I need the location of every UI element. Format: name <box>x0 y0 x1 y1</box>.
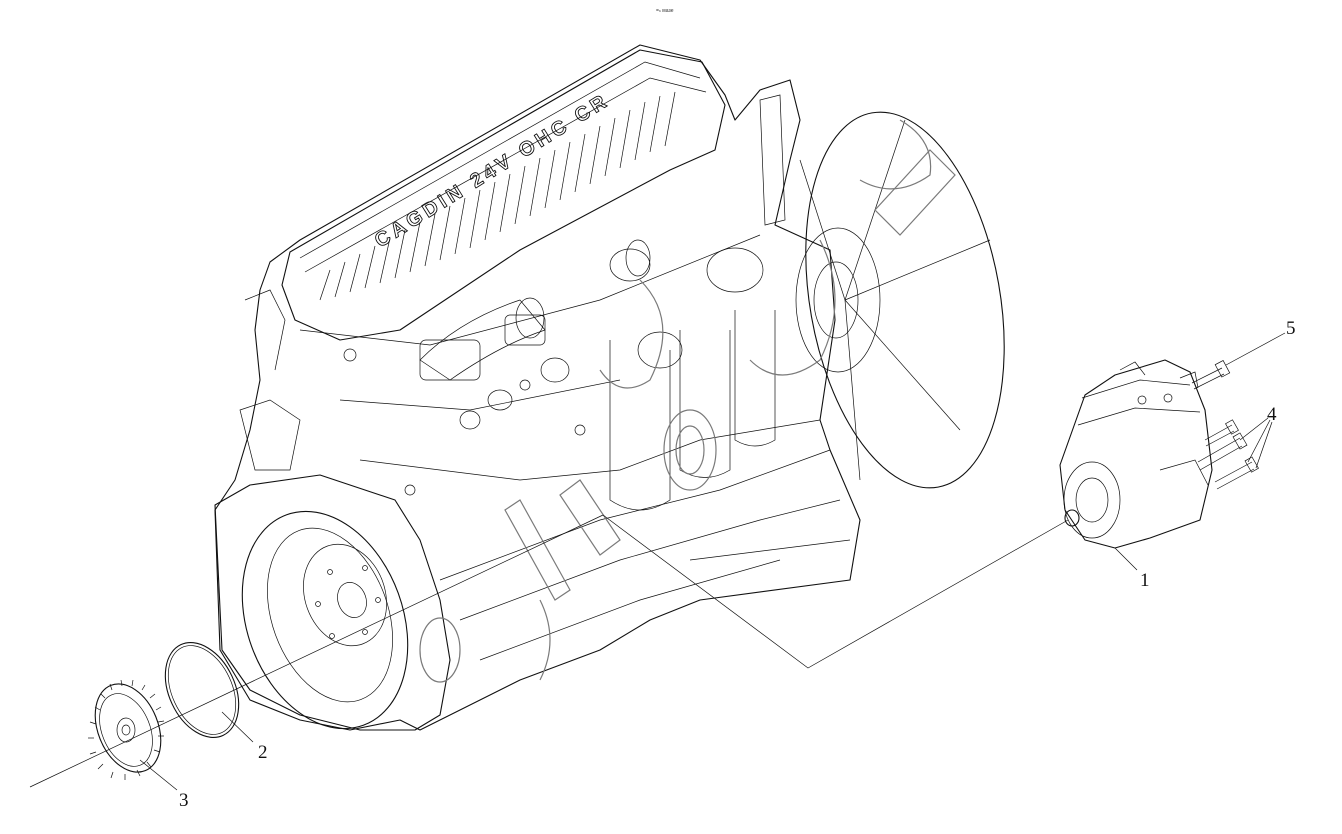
bolt-part-5 <box>1191 359 1231 390</box>
gasket-part-2 <box>164 642 240 738</box>
bolts-part-4 <box>1197 419 1259 490</box>
watermark <box>419 119 956 683</box>
air-compressor-part-1 <box>1059 359 1213 549</box>
header-text: =ₙ мазе <box>656 8 674 14</box>
callout-1: 1 <box>1140 570 1150 591</box>
callout-5: 5 <box>1286 318 1296 339</box>
callout-3: 3 <box>179 790 189 811</box>
callout-2: 2 <box>258 742 268 763</box>
engine-assembly: CAGDIN 24V OHC CR <box>214 44 1005 731</box>
callout-4: 4 <box>1267 404 1277 425</box>
leader-lines <box>29 332 1286 791</box>
drive-gear-part-3 <box>88 679 165 780</box>
valve-cover-lettering: CAGDIN 24V OHC CR <box>371 89 614 252</box>
